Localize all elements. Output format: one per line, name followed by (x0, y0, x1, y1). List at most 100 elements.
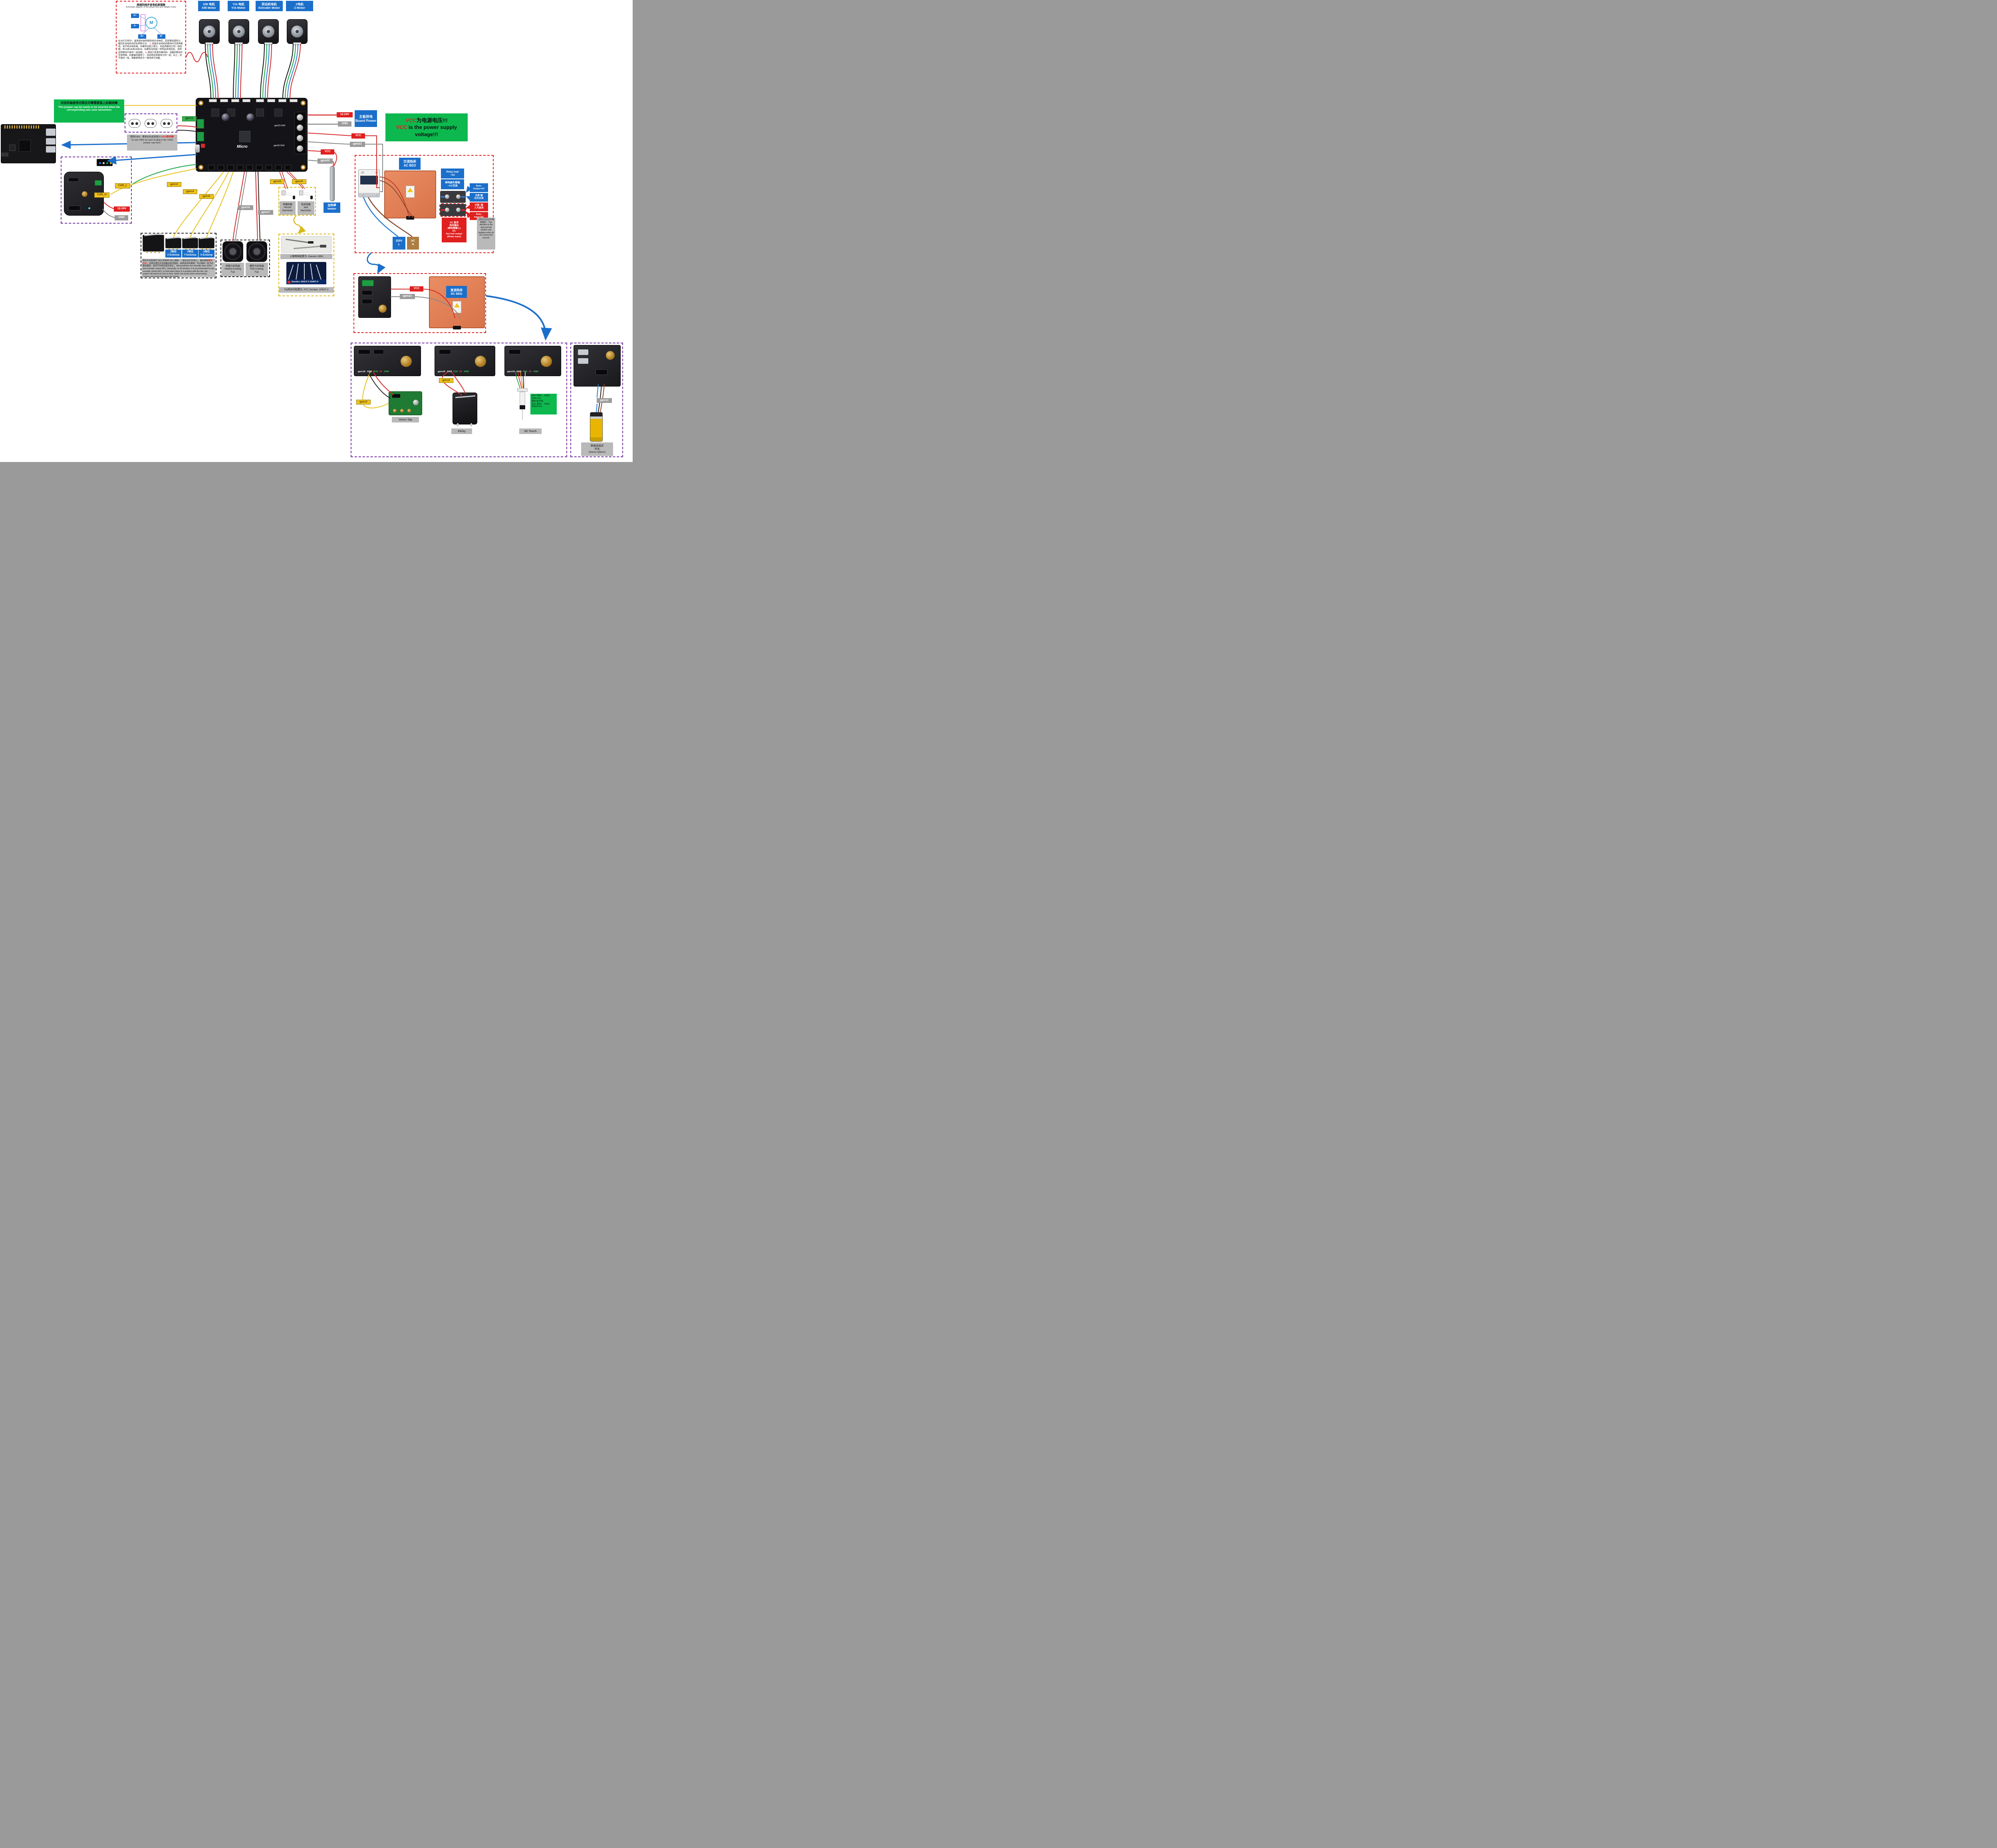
polarity-note-cn: 注意左右在正负极别接反！ (478, 218, 494, 224)
motor-port (290, 99, 298, 102)
mains-n2: N (412, 243, 414, 246)
vcc-note: VCC为电源电压!!! VCC is the power supply volt… (385, 113, 468, 141)
stepper-driver (256, 109, 264, 117)
mounting-hole (475, 356, 486, 367)
relay-load-en1: Relay load (446, 170, 459, 173)
switch-pin (470, 423, 472, 426)
motor-label-ya-cn: Y/A 电机 (232, 2, 244, 6)
hotend-fan-en2: Fan (230, 271, 235, 274)
endstop-note: 限位开关有常开 (NO) 和常闭 (NC) 两种，一般在3D打印机上，建议使用常… (142, 259, 215, 278)
terminal-screw (445, 208, 449, 212)
power-12-24v-tag: 12-24V (337, 112, 353, 117)
motor-label-extruder-en: Extruder Motor (258, 6, 280, 10)
io-connector (362, 290, 372, 295)
z-endstop-switch (165, 238, 181, 250)
switch-lever (455, 395, 476, 399)
io-connector (275, 165, 282, 170)
board-power-en: Board Power (355, 119, 377, 123)
mounting-hole (82, 191, 87, 197)
touch-board-photo (504, 346, 561, 376)
board-power-label: 主板供电 Board Power (355, 110, 377, 127)
touch-note-3: 橙色(信号线) (532, 400, 544, 403)
toolhead-gnd-tag: GND (115, 215, 128, 220)
can-l-tag: CAN_L (115, 183, 130, 188)
semitec-logo (288, 280, 290, 284)
io-connector (227, 165, 234, 170)
io-connector (246, 165, 253, 170)
probe-tip (320, 245, 326, 248)
usb-c-port (195, 145, 200, 153)
can-panel (97, 159, 113, 166)
vcc-note-line2: VCC is the power supply voltage!!! (385, 124, 468, 138)
pin-gnd2: GND (464, 371, 469, 373)
dc-bed-title: 直流热床 DC BED (446, 286, 467, 298)
io-connector (266, 165, 272, 170)
ethernet-port (46, 129, 56, 136)
relay-load-cn-label: 继电器负载端 ~AC交流 (441, 179, 464, 189)
gpio14-tag: gpio14 (183, 189, 197, 194)
board-power-cn: 主板供电 (359, 114, 373, 119)
dc-note-4: DC (452, 230, 456, 232)
voron-tap-pcb (389, 391, 422, 415)
motor-label-extruder-cn: 挤出机电机 (262, 2, 277, 6)
can-pin (106, 162, 108, 164)
dc-note-3: (继电器输入) (447, 227, 461, 230)
omron-label-cn2: 开关 (594, 448, 600, 451)
capacitor (246, 113, 255, 122)
board-name: Micro (237, 145, 248, 149)
can-pin (103, 162, 105, 164)
thermistor-config-box (278, 234, 334, 296)
klicky-label: Klicky (451, 428, 472, 434)
terminal-green (197, 132, 204, 141)
ssr-screw (375, 171, 378, 174)
sensorless-note-en: This jumper cap bit needs to be inserted… (58, 106, 120, 111)
y-endstop-cn: Y限位 (187, 250, 194, 254)
y-endstop-en: Y Endstop (184, 254, 197, 256)
can-note: 使用CAN、请务必在此处插上120Ω跳线帽! To use CAN, be su… (127, 135, 177, 151)
note-input-cn1: 注意: 输 (474, 204, 483, 206)
acbed-gpio21-tag: gpio21 (350, 142, 365, 147)
bltouch-body (520, 392, 525, 405)
pin-p19: P19 (453, 371, 458, 373)
terminal-screw (297, 135, 303, 141)
dc-note-2: 热床输出 (449, 224, 459, 227)
motor-connector (264, 42, 272, 45)
terminal-screw (297, 145, 303, 152)
mounting-hole (301, 101, 306, 105)
mounting-hole (199, 101, 203, 105)
thermistor-plug (299, 190, 303, 195)
warning-sticker (453, 301, 461, 313)
ssr-label-area (360, 176, 378, 184)
dc-bed-title-cn: 直流热床 (451, 288, 463, 292)
nozzle-thermistor-label: 喷嘴热敏 Nozzle thermistor (280, 201, 296, 215)
note-output-en: Note: Output AC (470, 183, 488, 192)
dc-heated-bed (429, 276, 485, 329)
mounting-hole (301, 165, 306, 170)
part-fan-label: 模型冷却风扇 Part Cooling Fan (246, 263, 268, 276)
mains-n1: AC (411, 240, 415, 243)
endstop-note-cn-a: 限位开关有常开 (NO) 和常闭 (NC) 两种，一般在3D打印机上，建议使用 (143, 260, 208, 262)
dc-note-1: DC 直流 (450, 221, 459, 224)
can-note-cn-b: 120Ω跳线帽! (161, 136, 174, 138)
touch-label: 3D Touch (519, 428, 542, 434)
mounting-hole (401, 356, 412, 367)
note-input-en2: Input DC (474, 216, 484, 218)
motor-port (209, 99, 217, 102)
omron-sensor (590, 412, 603, 442)
pin-5v: 5V (459, 371, 463, 373)
dc-note-6: (Relay input) (447, 236, 461, 238)
jumper-diagram (129, 119, 141, 128)
endstop-note-en: Microswitches are normally open (NO) and… (143, 265, 214, 278)
note-output-cn2: 出为交流 (474, 197, 484, 200)
schematic-item2: 使用万用表的蜂鸣档，测量四根线中任意两根。如果蜂鸣器响了，则说明这两根线为同一组… (118, 51, 183, 59)
stepper-motor-z (287, 19, 308, 45)
stepper-motor-ya (228, 19, 249, 45)
io-connector (509, 349, 521, 354)
pin-p19: P19 (373, 371, 378, 373)
red-mark (441, 209, 445, 211)
port (578, 358, 588, 364)
terminal-screw (297, 114, 303, 121)
touch-note-1: 3pin: 绿色(-、GND) (532, 395, 550, 397)
bed-connector (406, 216, 414, 220)
note-output-cn1: 注意 输 (475, 194, 483, 197)
